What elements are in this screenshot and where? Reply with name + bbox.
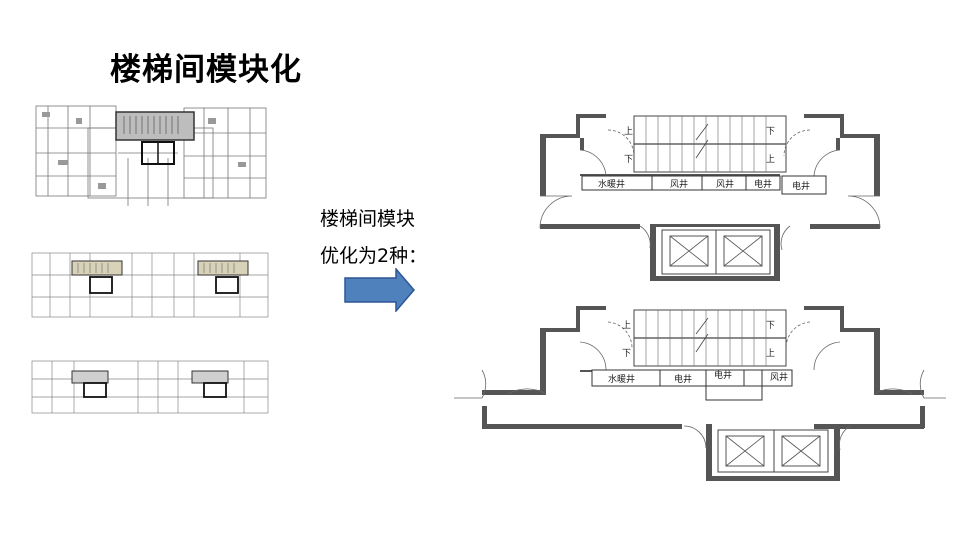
shaft-label: 水暖井 xyxy=(598,178,625,190)
shaft-label: 电井 xyxy=(792,180,810,192)
stair-down-label: 下 xyxy=(622,349,631,359)
shaft-label: 电井 xyxy=(674,373,692,385)
shaft-label: 风井 xyxy=(670,178,688,190)
stair-down-label: 下 xyxy=(766,321,775,331)
stair-module-plan-a: 上 下 下 上 水暖井 风井 风井 电井 电井 xyxy=(539,114,881,281)
stair-up-label: 上 xyxy=(622,320,631,331)
slide-title: 楼梯间模块化 xyxy=(110,52,302,88)
note-line-1: 楼梯间模块 xyxy=(320,208,416,230)
right-arrow-icon xyxy=(344,268,415,312)
stair-module-plan-b: 上 下 下 上 水暖井 电井 电井 风井 xyxy=(454,306,946,481)
stair-down-label: 下 xyxy=(624,155,633,165)
stair-up-label: 上 xyxy=(624,126,633,137)
stair-up-label: 上 xyxy=(766,154,775,165)
stair-up-label: 上 xyxy=(766,348,775,359)
shaft-label: 电井 xyxy=(714,369,732,381)
shaft-label: 电井 xyxy=(754,178,772,190)
floor-plan-thumbnail-1 xyxy=(28,98,272,210)
floor-plan-thumbnail-2 xyxy=(31,252,269,318)
note-line-2: 优化为2种： xyxy=(320,245,428,267)
shaft-label: 风井 xyxy=(716,178,734,190)
stair-down-label: 下 xyxy=(766,127,775,137)
shaft-label: 水暖井 xyxy=(608,373,635,385)
floor-plan-thumbnail-3 xyxy=(31,360,269,414)
shaft-label: 风井 xyxy=(770,371,788,383)
